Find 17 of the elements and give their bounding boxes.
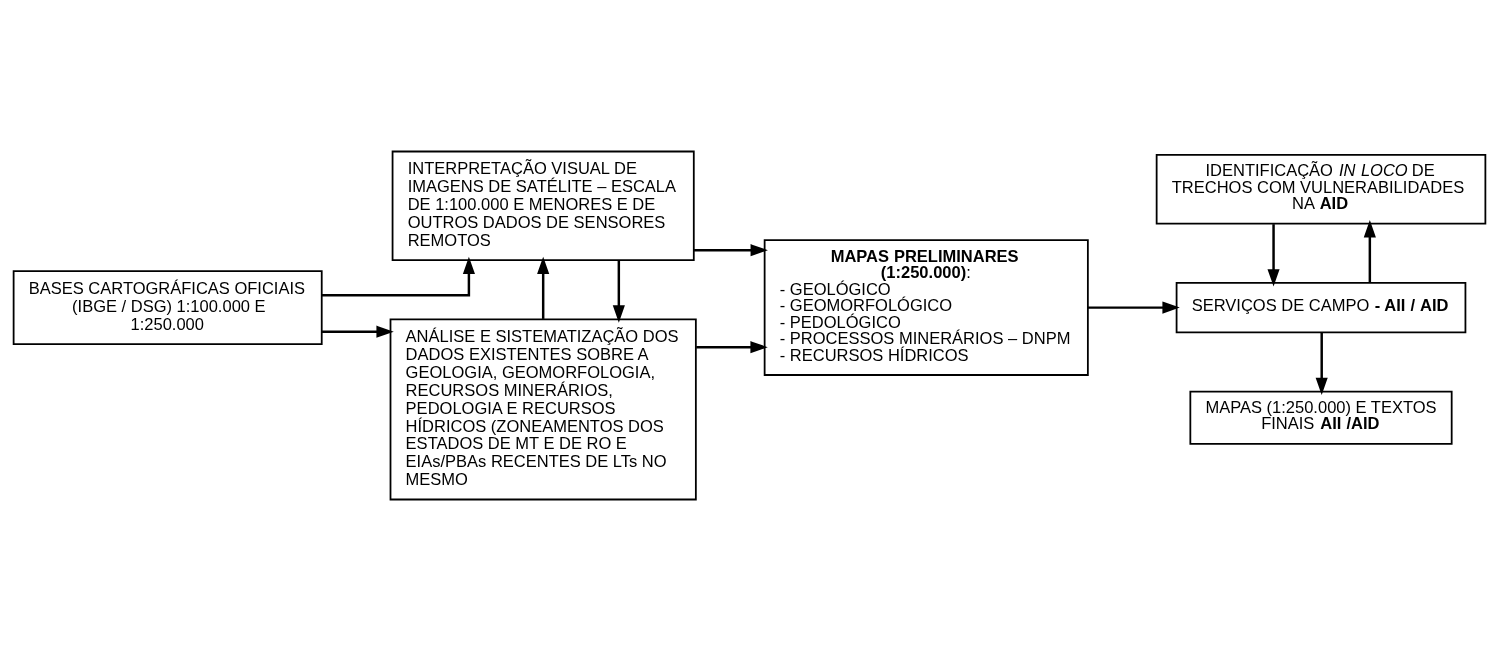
- node-box: MAPAS PRELIMINARES (1:250.000): - GEOLÓGICO - GEOMORFOLÓGICO - PEDOLÓGICO - PROCESSOS MINERÁRIOS – DNPM - RECURSOS HÍDRICOS: [763, 239, 1089, 376]
- node-box: SERVIÇOS DE CAMPO - AII / AID: [1175, 281, 1467, 334]
- node-box: IDENTIFICAÇÃO IN LOCO DE TRECHOS COM VULNERABILIDADES NA AID: [1155, 154, 1487, 225]
- node-box: MAPAS (1:250.000) E TEXTOS FINAIS AII /AID: [1189, 390, 1453, 445]
- node-box: INTERPRETAÇÃO VISUAL DE IMAGENS DE SATÉLITE – ESCALA DE 1:100.000 E MENORES E DE OUTROS DADOS DE SENSORES REMOTOS: [391, 150, 695, 262]
- arrow: [612, 260, 625, 323]
- arrow: [1315, 332, 1328, 395]
- arrow: [696, 341, 768, 354]
- arrow: [694, 244, 768, 257]
- arrow: [1087, 301, 1180, 314]
- arrow: [1267, 224, 1280, 287]
- node-box: BASES CARTOGRÁFICAS OFICIAIS (IBGE / DSG) 1:100.000 E 1:250.000: [12, 270, 323, 345]
- arrow: [537, 256, 550, 319]
- arrow: [321, 256, 475, 297]
- arrow: [322, 325, 394, 338]
- arrow: [1363, 220, 1376, 283]
- node-box: ANÁLISE E SISTEMATIZAÇÃO DOS DADOS EXISTENTES SOBRE A GEOLOGIA, GEOMORFOLOGIA, RECURSOS MINERÁRIOS, PEDOLOGIA E RECURSOS HÍDRICOS (ZONEAMENTOS DOS ESTADOS DE MT E DE RO E EIAs/PBAs RECENTES DE LTs NO MESMO: [389, 318, 697, 501]
